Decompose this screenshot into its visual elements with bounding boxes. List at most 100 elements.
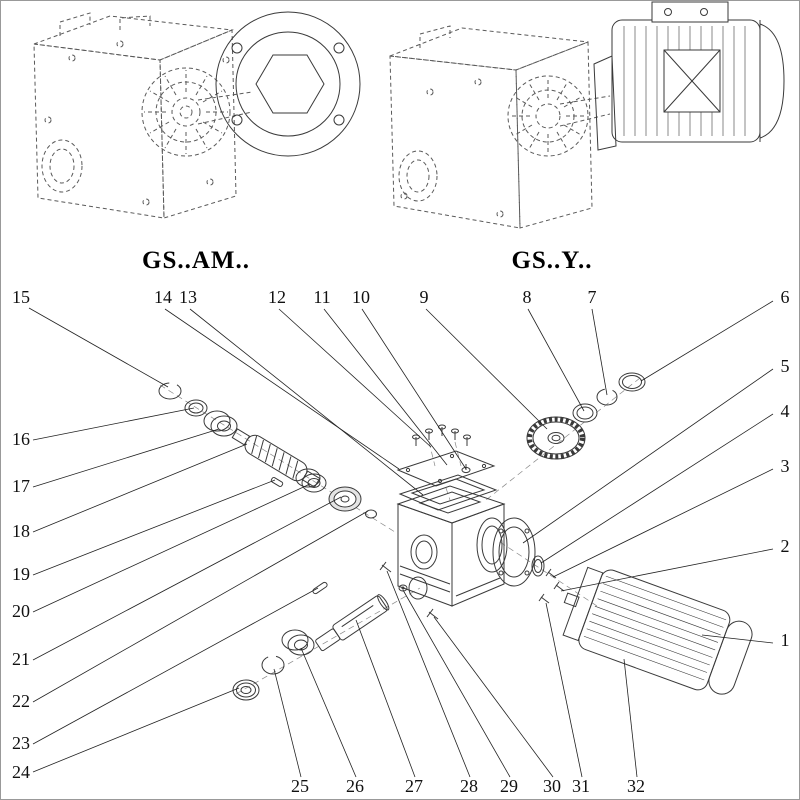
leader-line-15 xyxy=(28,307,169,388)
flange-am-drawing xyxy=(215,11,361,157)
callout-30: 30 xyxy=(543,776,561,796)
part-washer-29 xyxy=(398,584,408,592)
part-gear-9 xyxy=(526,416,586,460)
callout-15: 15 xyxy=(12,287,30,307)
part-seal-4 xyxy=(531,555,545,577)
leader-line-22 xyxy=(32,510,369,703)
leader-line-3 xyxy=(552,468,774,578)
leader-line-30 xyxy=(433,616,554,778)
callout-26: 26 xyxy=(346,776,364,796)
leader-line-16 xyxy=(32,407,195,441)
leader-line-1 xyxy=(701,634,774,644)
callout-14: 14 xyxy=(154,287,172,307)
callout-8: 8 xyxy=(523,287,532,307)
part-flange-5 xyxy=(492,517,536,587)
callout-31: 31 xyxy=(572,776,590,796)
leader-line-19 xyxy=(32,479,276,576)
callout-5: 5 xyxy=(781,356,790,376)
callout-21: 21 xyxy=(12,649,30,669)
part-worm-shaft-18 xyxy=(231,428,321,488)
model-label-am: GS..AM.. xyxy=(142,247,250,274)
leader-line-5 xyxy=(522,368,774,544)
callout-20: 20 xyxy=(12,601,30,621)
part-bolt-2 xyxy=(553,581,565,592)
callout-7: 7 xyxy=(588,287,597,307)
callout-12: 12 xyxy=(268,287,286,307)
part-bearing-17 xyxy=(203,410,238,437)
leader-line-28 xyxy=(386,570,471,778)
callout-10: 10 xyxy=(352,287,370,307)
part-ring-16 xyxy=(184,399,208,417)
callout-22: 22 xyxy=(12,691,30,711)
callout-29: 29 xyxy=(500,776,518,796)
leader-line-6 xyxy=(640,300,774,382)
leader-line-17 xyxy=(32,428,220,488)
leader-line-2 xyxy=(560,548,774,592)
leader-line-31 xyxy=(545,602,583,778)
leader-line-32 xyxy=(623,658,638,778)
motor-y-drawing xyxy=(593,1,785,151)
part-key-19 xyxy=(270,477,284,487)
callout-4: 4 xyxy=(781,401,790,421)
part-snap-ring-25 xyxy=(261,655,285,675)
model-label-y: GS..Y.. xyxy=(511,247,592,274)
callout-2: 2 xyxy=(781,536,790,556)
part-bolt-28 xyxy=(379,561,392,573)
callout-28: 28 xyxy=(460,776,478,796)
callout-27: 27 xyxy=(405,776,423,796)
part-ring-6 xyxy=(618,372,646,392)
leader-line-21 xyxy=(32,496,342,661)
callout-16: 16 xyxy=(12,429,30,449)
leader-lines xyxy=(28,300,774,778)
callout-19: 19 xyxy=(12,564,30,584)
callout-17: 17 xyxy=(12,476,30,496)
callout-25: 25 xyxy=(291,776,309,796)
callout-13: 13 xyxy=(179,287,197,307)
callout-23: 23 xyxy=(12,733,30,753)
leader-line-27 xyxy=(355,619,416,778)
callout-1: 1 xyxy=(781,630,790,650)
leader-line-12 xyxy=(278,308,432,448)
leader-line-20 xyxy=(32,483,311,613)
callout-24: 24 xyxy=(12,762,30,782)
part-snap-ring-7 xyxy=(596,388,618,406)
leader-line-25 xyxy=(273,668,302,778)
leader-line-26 xyxy=(300,647,357,778)
part-retaining-ring-15 xyxy=(158,382,182,400)
callout-32: 32 xyxy=(627,776,645,796)
part-motor-1 xyxy=(562,566,753,695)
gearbox-am-drawing xyxy=(33,12,253,219)
part-ring-8 xyxy=(572,403,598,423)
part-cover-11 xyxy=(396,450,496,487)
part-seal-24 xyxy=(232,679,260,701)
part-bolt-3 xyxy=(545,568,557,579)
callout-numbers: 15 14 13 12 11 10 9 8 7 6 5 4 3 2 1 16 1… xyxy=(12,287,790,796)
leader-line-10 xyxy=(361,308,467,470)
callout-6: 6 xyxy=(781,287,790,307)
leader-line-11 xyxy=(323,308,448,466)
part-bolt-30 xyxy=(426,608,439,620)
part-bearing-26 xyxy=(281,629,315,656)
part-pin-23 xyxy=(312,581,328,595)
callout-9: 9 xyxy=(420,287,429,307)
leader-line-14 xyxy=(164,308,400,470)
exploded-view xyxy=(158,372,753,701)
part-output-shaft-27 xyxy=(315,594,390,652)
part-gear-disc-21 xyxy=(328,486,362,512)
callout-18: 18 xyxy=(12,521,30,541)
leader-line-23 xyxy=(32,587,319,745)
part-bolt-31 xyxy=(538,593,550,604)
part-bearing-20 xyxy=(295,468,327,493)
leader-line-8 xyxy=(527,308,585,412)
part-housing xyxy=(396,485,508,607)
leader-line-18 xyxy=(32,443,248,533)
gearbox-y-drawing xyxy=(389,25,611,229)
callout-11: 11 xyxy=(313,287,330,307)
leader-line-24 xyxy=(32,687,240,773)
motor-1-fins xyxy=(583,575,727,681)
part-oring-22 xyxy=(365,509,377,519)
callout-3: 3 xyxy=(781,456,790,476)
